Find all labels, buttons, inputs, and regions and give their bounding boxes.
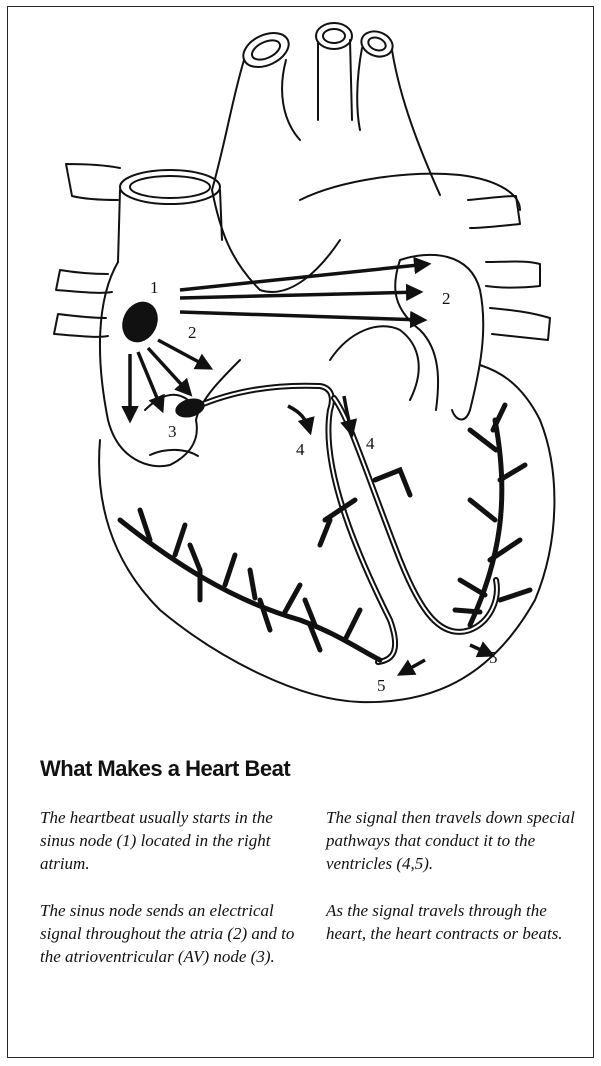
vein-left-top	[66, 164, 120, 200]
right-atrium	[100, 262, 197, 466]
label-atria-right: 2	[188, 323, 197, 342]
sinus-node-icon	[116, 296, 165, 348]
label-ventricle-bottom: 5	[377, 676, 386, 695]
label-av-node: 3	[168, 422, 177, 441]
label-pathway-left: 4	[296, 440, 305, 459]
label-sinus-node: 1	[150, 278, 159, 297]
label-pathway-right: 4	[366, 434, 375, 453]
aortic-arch-vessels	[212, 23, 440, 292]
label-atria-left: 2	[442, 289, 451, 308]
av-node-icon	[173, 395, 207, 420]
superior-vena-cava	[118, 170, 222, 262]
paragraph-sinus-node: The heartbeat usually starts in the sinu…	[40, 806, 302, 875]
paragraph-pathways: The signal then travels down special pat…	[326, 806, 576, 875]
paragraph-sinus-signal: The sinus node sends an electrical signa…	[40, 899, 302, 968]
purkinje-fibers	[120, 405, 530, 660]
septum	[330, 326, 419, 400]
heart-diagram: 1 2 2 3 4 4 5 5	[0, 0, 601, 720]
paragraph-contraction: As the signal travels through the heart,…	[326, 899, 576, 945]
section-title: What Makes a Heart Beat	[40, 756, 290, 782]
right-column: The signal then travels down special pat…	[326, 806, 576, 969]
label-ventricle-right: 5	[489, 648, 498, 667]
left-column: The heartbeat usually starts in the sinu…	[40, 806, 302, 992]
